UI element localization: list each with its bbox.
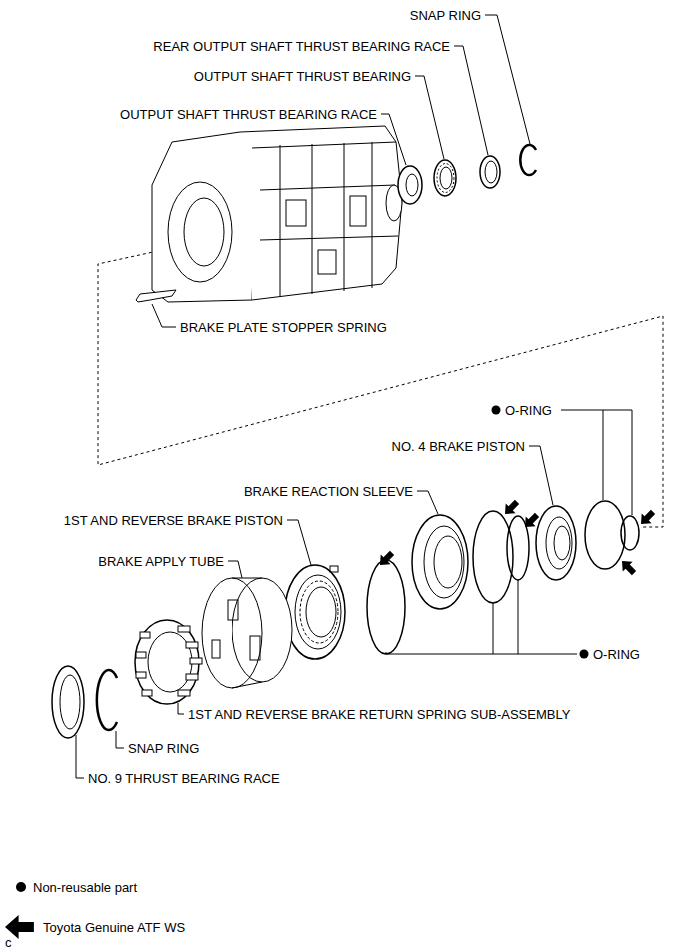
figure-code: c (5, 935, 12, 950)
thrust-bearing-race (480, 156, 500, 188)
part-name: OUTPUT SHAFT THRUST BEARING (194, 69, 411, 84)
return-spring (135, 620, 202, 704)
part-name: SNAP RING (410, 8, 481, 23)
snap-ring (97, 670, 117, 730)
part-name: SNAP RING (128, 741, 199, 756)
non-reusable-mark (580, 650, 589, 659)
snap-ring (520, 145, 536, 175)
o-ring (585, 501, 625, 569)
atf-mark (375, 497, 658, 578)
legend-text: Non-reusable part (33, 880, 137, 895)
part-name: O-RING (505, 403, 552, 418)
part-name: NO. 9 THRUST BEARING RACE (88, 771, 280, 786)
thrust-bearing-race (52, 666, 84, 738)
part-name: 1ST AND REVERSE BRAKE RETURN SPRING SUB-… (188, 707, 570, 722)
thrust-bearing-race (398, 166, 422, 204)
non-reusable-mark (492, 406, 501, 415)
stopper-spring (136, 290, 176, 302)
o-ring (621, 516, 639, 550)
part-name: REAR OUTPUT SHAFT THRUST BEARING RACE (153, 39, 450, 54)
legend-text: Toyota Genuine ATF WS (43, 920, 185, 935)
legend-dot (16, 882, 26, 892)
reaction-sleeve (412, 515, 468, 609)
brake-piston (285, 565, 345, 659)
brake-piston (536, 506, 576, 580)
leader-line (76, 15, 632, 778)
part-name: BRAKE REACTION SLEEVE (244, 484, 413, 499)
part-name: BRAKE PLATE STOPPER SPRING (180, 320, 387, 335)
apply-tube (202, 578, 292, 688)
transmission-case (152, 126, 402, 302)
thrust-bearing (434, 160, 456, 196)
o-ring (367, 560, 405, 654)
part-name: 1ST AND REVERSE BRAKE PISTON (64, 513, 283, 528)
part-name: BRAKE APPLY TUBE (98, 554, 224, 569)
part-name: OUTPUT SHAFT THRUST BEARING RACE (120, 107, 377, 122)
part-name: O-RING (593, 647, 640, 662)
part-name: NO. 4 BRAKE PISTON (392, 439, 525, 454)
